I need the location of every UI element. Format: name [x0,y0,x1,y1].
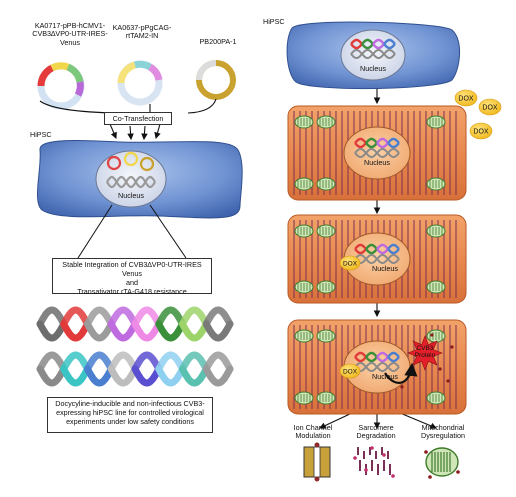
sarcomere-icon [353,446,395,478]
plasmid-2-label: KA0637-pPgCAG- rtTAM2-IN [112,23,172,41]
plasmid-3-label: PB200PA-1 [199,37,237,46]
cardiomyocyte-3: DOX [287,319,467,415]
cardiomyocyte-2: DOX [287,214,467,304]
cardio-nucleus-label: Nucleus [364,158,390,167]
outcome-mitochondria-label: Mitochondrial Dysregulation [421,423,465,441]
integration-box: Stable Integration of CVB3∆VP0-UTR-IRES … [52,258,212,296]
dox-label: DOX [458,96,474,103]
left-hipsc-cell [36,139,243,219]
ion-channel-icon [303,442,331,482]
left-hipsc-label: HiPSC [30,130,52,139]
dna-helix-colored-2 [36,351,234,387]
plasmid-1-label: KA0717-pPB-hCMV1- CVB3∆VP0-UTR-IRES- Ven… [32,21,108,47]
cvb3-protein-label: CVB3 Protein [414,345,436,360]
right-flow-arrows [319,88,438,430]
cardio-nucleus-label: Nucleus [372,264,398,273]
cotransfection-box: Co-Transfection [104,112,172,125]
plasmid-1 [37,62,85,110]
cvb3-protein-star [407,335,443,371]
outcome-sarcomere-label: Sarcomere Degradation [356,423,396,441]
plasmid-3 [196,60,236,100]
dna-helix-colored-1 [36,306,234,342]
cardio-nucleus-label: Nucleus [372,372,398,381]
dox-label: DOX [343,369,358,376]
right-hipsc-label: HiPSC [263,17,285,26]
dox-molecules: DOX DOX DOX [454,89,502,140]
right-nucleus-dna [350,38,396,59]
result-box: Docycyline-inducible and non-infectious … [47,397,213,433]
integration-arrows [77,204,187,259]
mitochondrion-icon [424,447,460,479]
right-nucleus-label: Nucleus [360,64,386,73]
outcome-ion-channel-label: Ion Channel Modulation [293,423,333,441]
cardiomyocytes: DOX DOX [287,105,467,415]
dox-label: DOX [482,105,498,112]
cardiomyocyte-1 [287,105,467,201]
nucleus-dna-grey [106,175,156,189]
dox-label: DOX [473,129,489,136]
dox-label: DOX [343,261,358,268]
plasmid-2 [117,60,163,106]
left-nucleus-label: Nucleus [118,191,144,200]
